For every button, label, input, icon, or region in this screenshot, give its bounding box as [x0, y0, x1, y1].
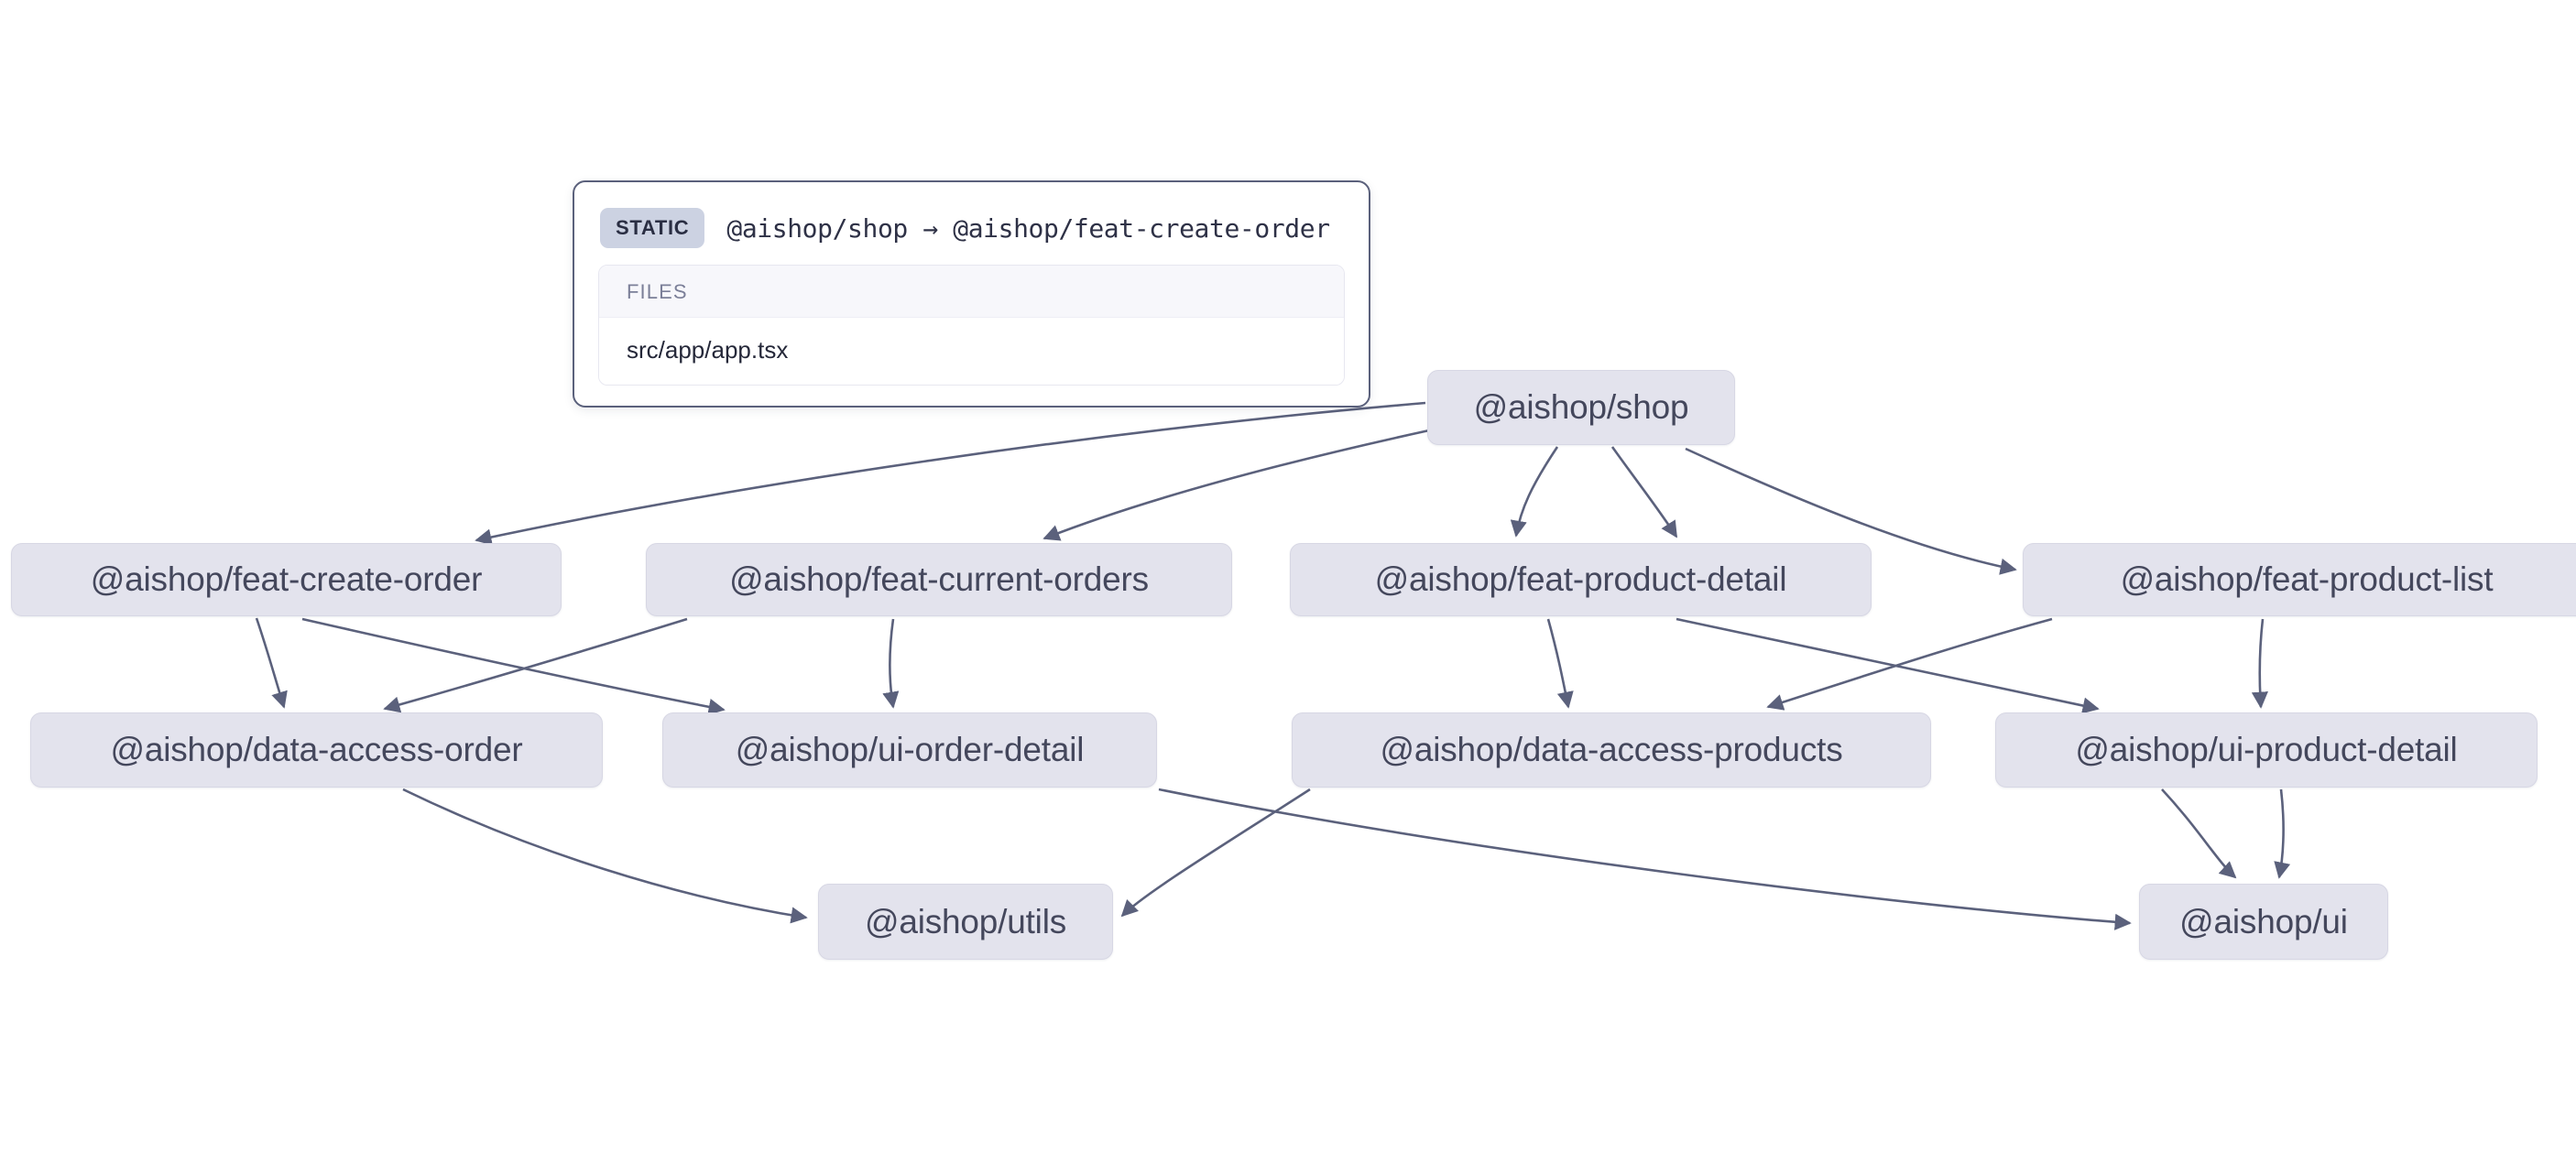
- tooltip-edge-title: @aishop/shop → @aishop/feat-create-order: [726, 212, 1330, 244]
- graph-node-label: @aishop/feat-current-orders: [729, 560, 1149, 598]
- graph-edges: [255, 401, 2291, 930]
- graph-node-label: @aishop/data-access-order: [110, 731, 523, 768]
- graph-edge-feat-product-list-to-ui-product-detail[interactable]: [2251, 618, 2268, 709]
- graph-node-data-access-products[interactable]: @aishop/data-access-products: [1292, 712, 1931, 788]
- graph-node-label: @aishop/ui-product-detail: [2075, 731, 2458, 768]
- graph-node-label: @aishop/data-access-products: [1380, 731, 1843, 768]
- graph-node-label: @aishop/utils: [864, 902, 1067, 940]
- graph-edge-feat-current-orders-to-ui-order-detail[interactable]: [882, 618, 900, 709]
- graph-node-label: @aishop/feat-product-list: [2120, 560, 2494, 598]
- graph-node-label: @aishop/ui-order-detail: [735, 731, 1085, 768]
- graph-edge-shop-to-feat-product-detail[interactable]: [1510, 446, 1559, 538]
- file-row: src/app/app.tsx: [599, 318, 1344, 385]
- graph-edge-shop-to-feat-create-order[interactable]: [475, 401, 1426, 546]
- graph-edge-feat-create-order-to-ui-order-detail[interactable]: [301, 617, 726, 715]
- graph-edge-feat-product-detail-to-ui-product-detail[interactable]: [1675, 617, 2100, 714]
- graph-edge-shop-to-feat-product-detail[interactable]: [1610, 446, 1678, 538]
- graph-node-ui-order-detail[interactable]: @aishop/ui-order-detail: [662, 712, 1157, 788]
- files-section-header: FILES: [599, 266, 1344, 318]
- graph-node-shop[interactable]: @aishop/shop: [1427, 370, 1735, 445]
- graph-node-ui[interactable]: @aishop/ui: [2139, 884, 2388, 960]
- graph-node-feat-product-list[interactable]: @aishop/feat-product-list: [2023, 543, 2576, 616]
- graph-node-label: @aishop/feat-product-detail: [1374, 560, 1787, 598]
- graph-node-data-access-order[interactable]: @aishop/data-access-order: [30, 712, 603, 788]
- graph-edge-ui-product-detail-to-ui[interactable]: [2274, 788, 2291, 879]
- files-list: src/app/app.tsx: [599, 318, 1344, 385]
- graph-node-ui-product-detail[interactable]: @aishop/ui-product-detail: [1995, 712, 2538, 788]
- graph-edge-feat-current-orders-to-data-access-order[interactable]: [383, 617, 688, 713]
- graph-node-feat-create-order[interactable]: @aishop/feat-create-order: [11, 543, 562, 616]
- graph-node-utils[interactable]: @aishop/utils: [818, 884, 1113, 960]
- graph-edge-feat-create-order-to-data-access-order[interactable]: [255, 617, 288, 709]
- graph-node-feat-current-orders[interactable]: @aishop/feat-current-orders: [646, 543, 1232, 616]
- graph-node-label: @aishop/ui: [2179, 902, 2348, 940]
- graph-node-label: @aishop/shop: [1473, 388, 1689, 426]
- graph-edge-feat-product-list-to-data-access-products[interactable]: [1766, 617, 2053, 711]
- graph-edge-data-access-order-to-utils[interactable]: [402, 788, 808, 924]
- graph-edge-data-access-products-to-utils[interactable]: [1120, 788, 1311, 918]
- files-panel: FILES src/app/app.tsx: [598, 265, 1345, 386]
- graph-node-label: @aishop/feat-create-order: [90, 560, 483, 598]
- edge-tooltip-card[interactable]: STATIC @aishop/shop → @aishop/feat-creat…: [573, 180, 1370, 408]
- graph-edge-feat-product-detail-to-data-access-products[interactable]: [1546, 618, 1574, 709]
- graph-edge-ui-product-detail-to-ui[interactable]: [2161, 788, 2237, 879]
- tooltip-header: STATIC @aishop/shop → @aishop/feat-creat…: [598, 202, 1345, 265]
- graph-node-feat-product-detail[interactable]: @aishop/feat-product-detail: [1290, 543, 1872, 616]
- static-badge: STATIC: [600, 208, 705, 248]
- graph-edge-shop-to-feat-current-orders[interactable]: [1042, 429, 1430, 541]
- graph-edge-ui-order-detail-to-ui[interactable]: [1158, 788, 2132, 930]
